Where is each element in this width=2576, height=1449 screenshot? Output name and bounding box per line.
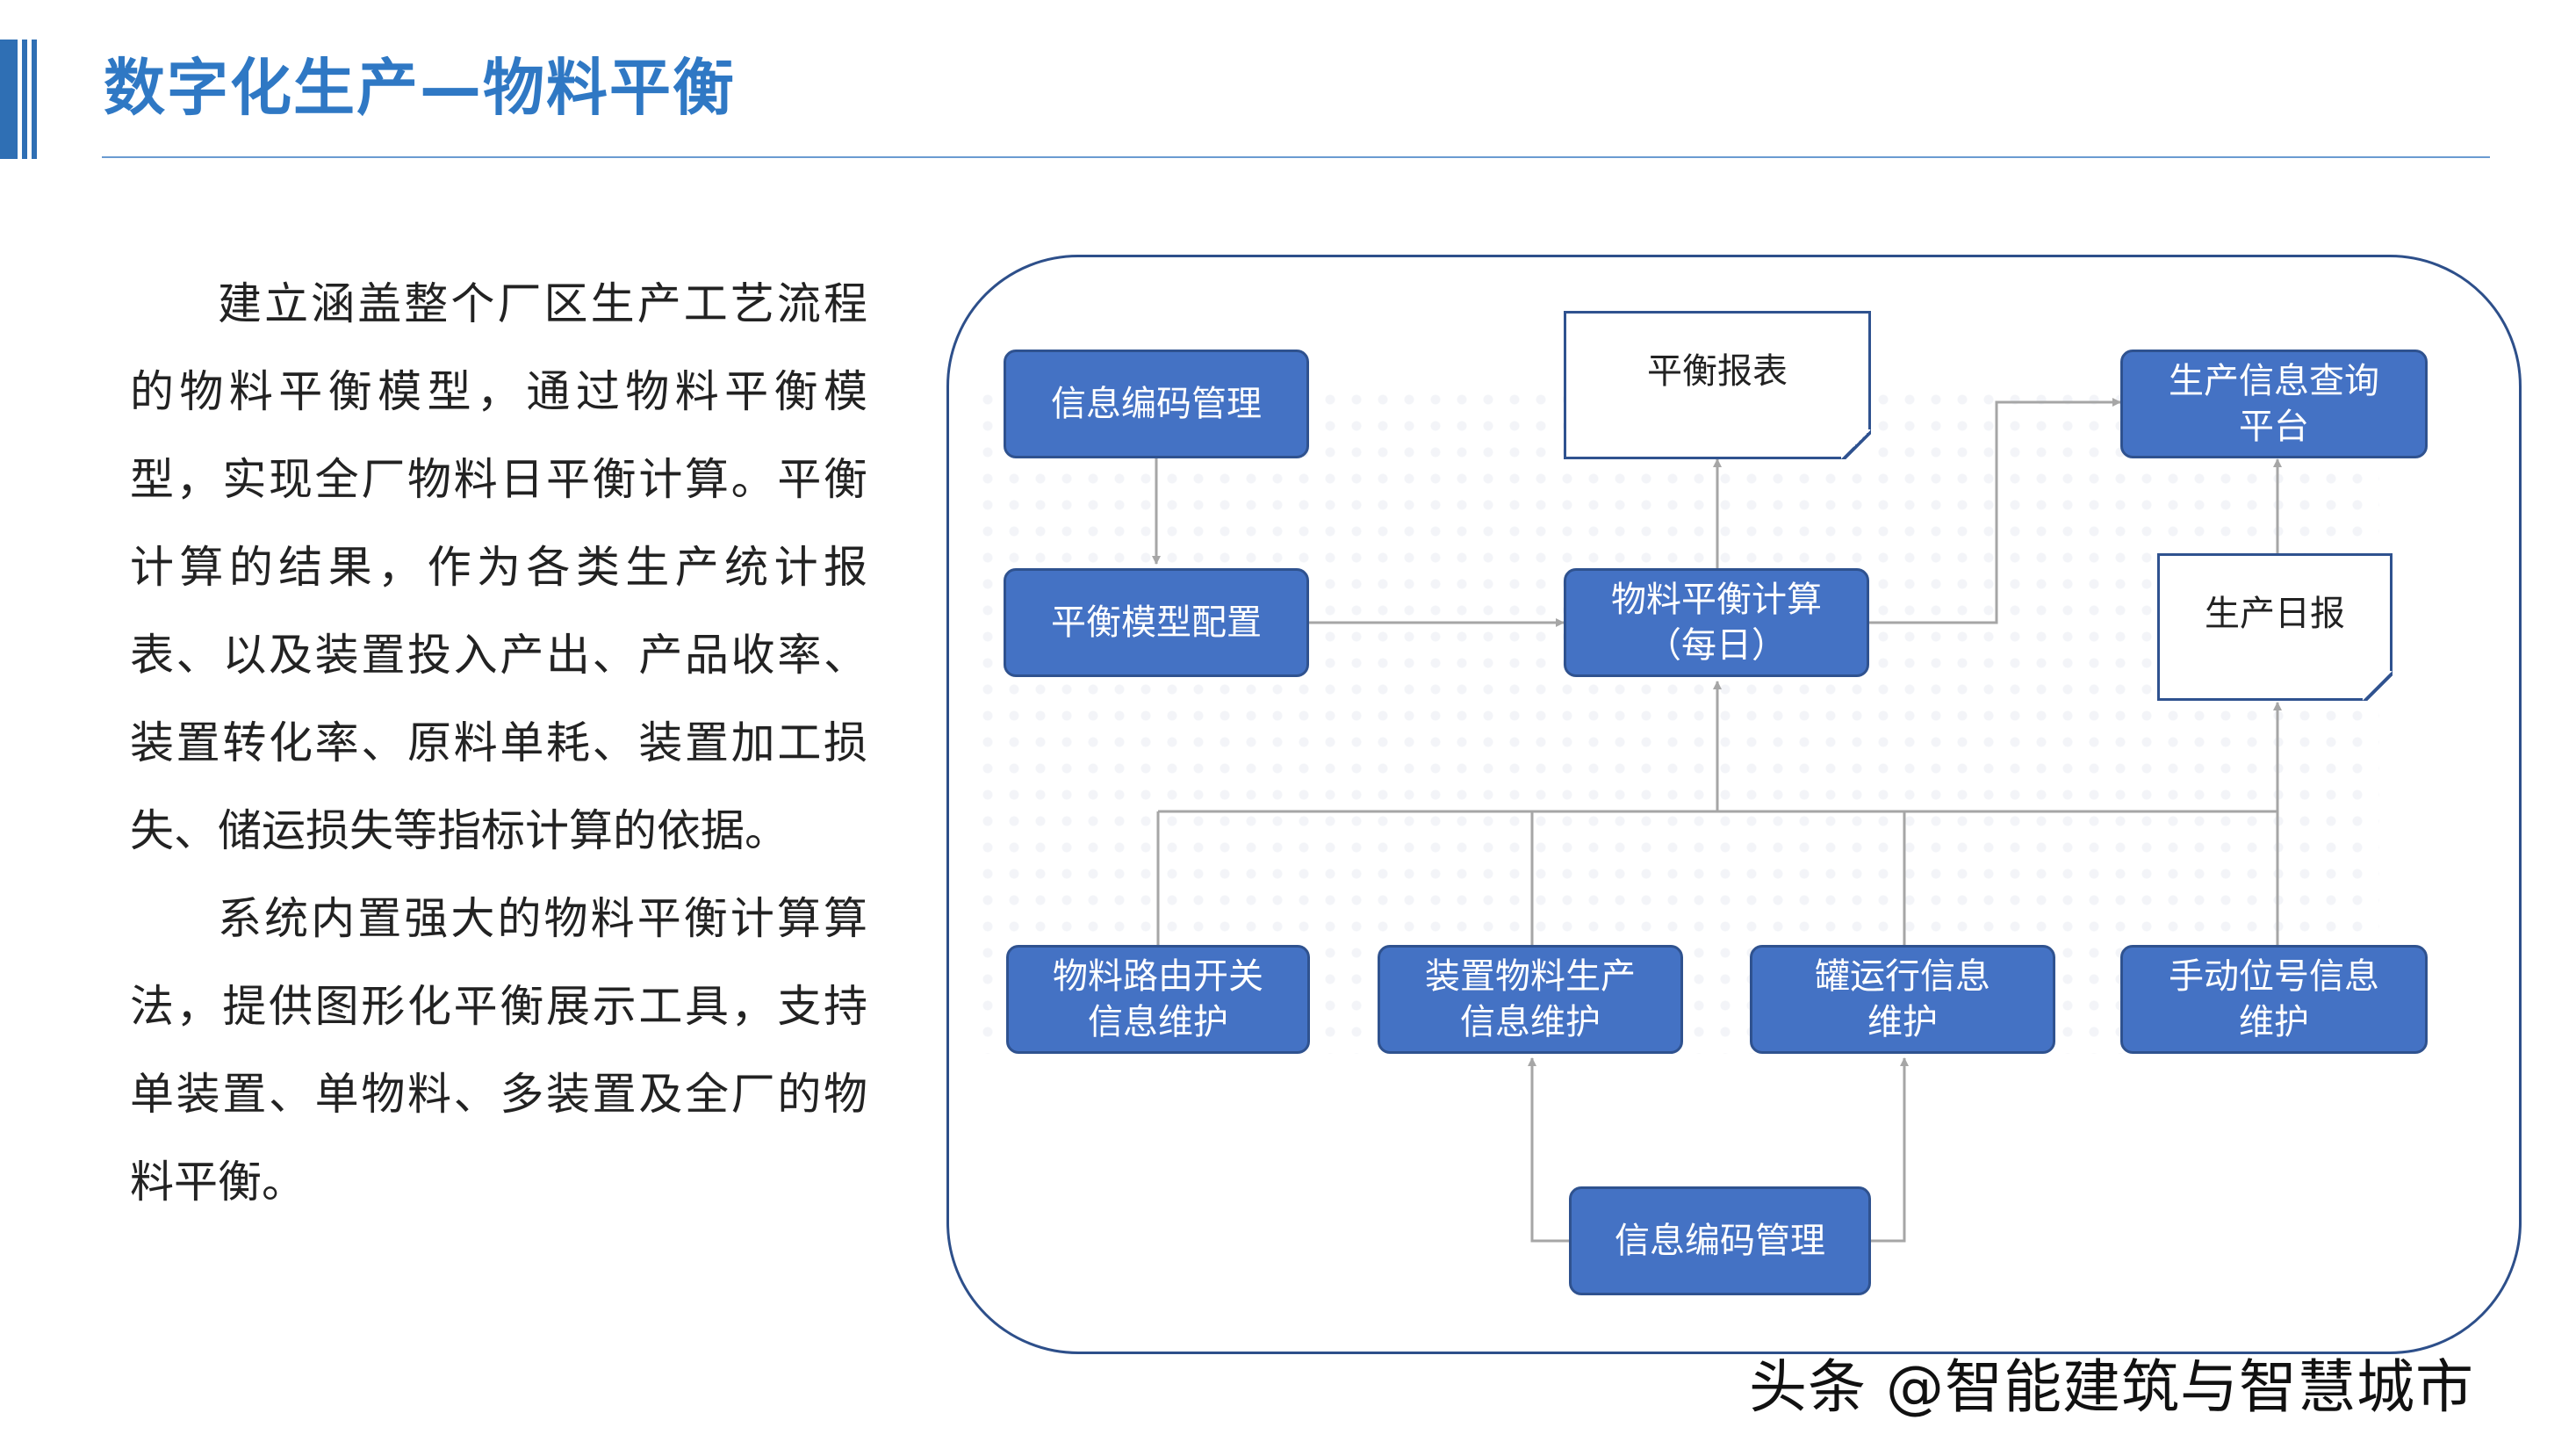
manual-tag-info-node: 手动位号信息 维护	[2120, 945, 2428, 1054]
route-switch-info-node: 物料路由开关 信息维护	[1006, 945, 1310, 1054]
node-label: 生产信息查询 平台	[2169, 361, 2379, 447]
balance-model-config-node: 平衡模型配置	[1004, 568, 1309, 677]
info-code-management-node: 信息编码管理	[1004, 350, 1309, 458]
daily-report-node: 生产日报	[2157, 553, 2393, 701]
node-label: 信息编码管理	[1615, 1221, 1825, 1261]
title-accent-bar	[32, 40, 37, 159]
balance-report-node: 平衡报表	[1564, 311, 1871, 459]
title-accent-bar	[0, 40, 18, 159]
connector-arrow	[1528, 1057, 1569, 1243]
description-text: 建立涵盖整个厂区生产工艺流程的物料平衡模型，通过物料平衡模型，实现全厂物料日平衡…	[130, 260, 867, 1226]
page-fold-icon	[2363, 671, 2393, 701]
description-paragraph: 建立涵盖整个厂区生产工艺流程的物料平衡模型，通过物料平衡模型，实现全厂物料日平衡…	[130, 278, 867, 856]
node-label: 物料路由开关 信息维护	[1053, 956, 1263, 1042]
connector-arrow	[1871, 1057, 1909, 1243]
watermark-text: 头条 @智能建筑与智慧城市	[1749, 1353, 2474, 1421]
node-label: 手动位号信息 维护	[2169, 956, 2379, 1042]
background-dot-map	[975, 386, 2379, 1054]
description-paragraph: 系统内置强大的物料平衡计算算法，提供图形化平衡展示工具，支持单装置、单物料、多装…	[130, 893, 867, 1208]
production-info-platform-node: 生产信息查询 平台	[2120, 350, 2428, 458]
node-label: 生产日报	[2205, 594, 2345, 634]
node-label: 物料平衡计算 （每日）	[1611, 580, 1822, 666]
page-fold-icon	[1841, 429, 1871, 459]
node-label: 信息编码管理	[1051, 384, 1262, 424]
info-code-management-bottom-node: 信息编码管理	[1569, 1186, 1871, 1295]
balance-calc-node: 物料平衡计算 （每日）	[1564, 568, 1869, 677]
node-label: 装置物料生产 信息维护	[1425, 956, 1636, 1042]
tank-operation-info-node: 罐运行信息 维护	[1750, 945, 2055, 1054]
node-label: 平衡模型配置	[1051, 602, 1262, 643]
node-label: 罐运行信息 维护	[1815, 956, 1990, 1042]
connector-arrow	[1869, 398, 2121, 624]
title-accent-bar	[22, 40, 27, 159]
unit-production-info-node: 装置物料生产 信息维护	[1378, 945, 1683, 1054]
page-title: 数字化生产—物料平衡	[104, 52, 736, 124]
title-divider	[102, 156, 2490, 158]
node-label: 平衡报表	[1647, 351, 1788, 392]
diagram-frame	[946, 255, 2522, 1354]
